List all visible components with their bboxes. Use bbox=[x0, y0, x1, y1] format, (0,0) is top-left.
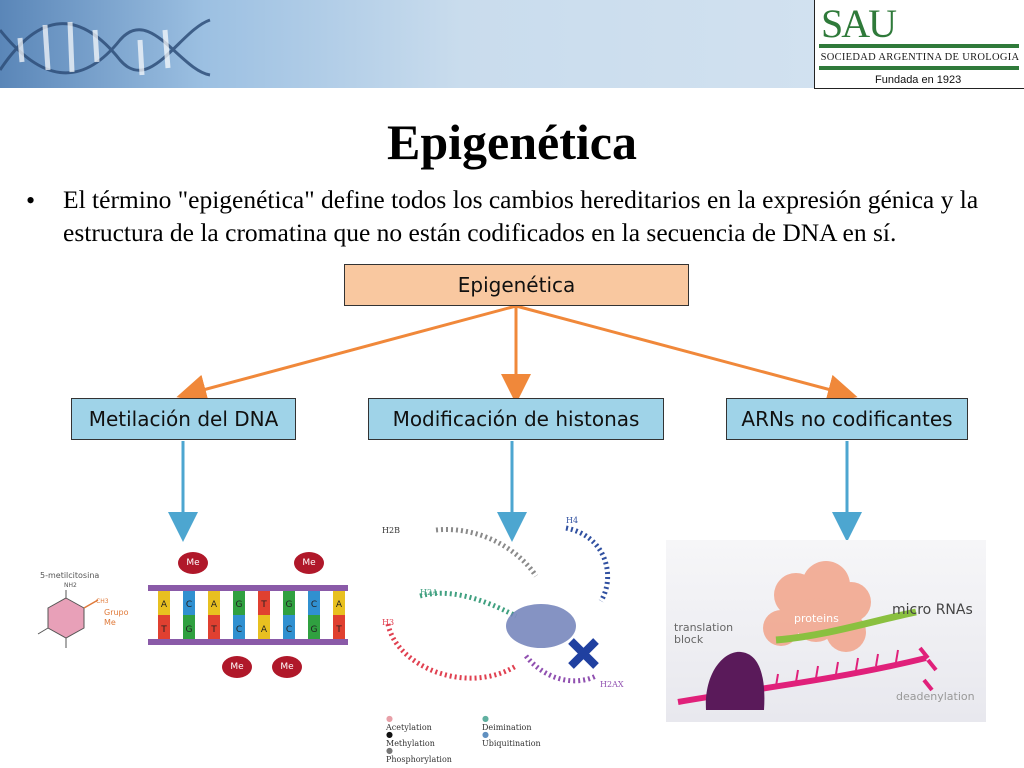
group-label: Grupo Me bbox=[104, 608, 129, 627]
dna-base-letter-top: C bbox=[186, 600, 192, 610]
arrow-to-rna bbox=[515, 304, 858, 404]
methyl-tag: Me bbox=[294, 552, 324, 574]
dna-base-bottom bbox=[158, 615, 170, 639]
dna-base-letter-bottom: T bbox=[210, 625, 217, 635]
root-box: Epigenética bbox=[344, 264, 689, 306]
sau-logo: SAU SOCIEDAD ARGENTINA DE UROLOGIA Funda… bbox=[814, 0, 1024, 89]
dna-base-bottom bbox=[183, 615, 195, 639]
dna-base-top bbox=[233, 591, 245, 615]
dna-base-top bbox=[283, 591, 295, 615]
methyl-tag: Me bbox=[178, 552, 208, 574]
histone-label-h2ax: H2AX bbox=[600, 680, 624, 689]
rna-illustration bbox=[677, 561, 938, 710]
histone-label-h2a: H2A bbox=[420, 588, 438, 597]
molecule-name: 5-metilcitosina bbox=[40, 571, 100, 580]
histone-label-h4: H4 bbox=[566, 516, 579, 525]
dna-base-top bbox=[258, 591, 270, 615]
histone-label-h3: H3 bbox=[382, 618, 395, 627]
dna-base-letter-top: C bbox=[311, 600, 317, 610]
bullet-text: El término "epigenética" define todos lo… bbox=[63, 185, 979, 247]
rna-label-micro-rnas: micro RNAs bbox=[892, 602, 973, 618]
legend-methylation: ● Methylation bbox=[386, 730, 435, 748]
dna-base-bottom bbox=[283, 615, 295, 639]
dna-base-top bbox=[208, 591, 220, 615]
dna-base-letter-bottom: C bbox=[286, 625, 292, 635]
dna-base-letter-top: T bbox=[260, 600, 267, 610]
legend-acetylation: ● Acetylation bbox=[386, 714, 432, 732]
dna-base-bottom bbox=[208, 615, 220, 639]
histone-figure bbox=[385, 525, 611, 684]
dna-base-top bbox=[333, 591, 345, 615]
ch3-label: CH3 bbox=[96, 598, 109, 605]
legend-deimination: ● Deimination bbox=[482, 714, 532, 732]
rna-label-translation-block: translation block bbox=[674, 621, 734, 646]
branch-box-rna: ARNs no codificantes bbox=[726, 398, 968, 440]
dna-base-top bbox=[183, 591, 195, 615]
dna-base-letter-bottom: G bbox=[186, 625, 193, 635]
dna-base-letter-bottom: C bbox=[236, 625, 242, 635]
bullet-icon: • bbox=[26, 186, 36, 215]
dna-base-bottom bbox=[258, 615, 270, 639]
branch-box-methylation: Metilación del DNA bbox=[71, 398, 296, 440]
rna-label-proteins: proteins bbox=[794, 612, 839, 625]
dna-base-letter-bottom: A bbox=[261, 625, 268, 635]
dna-base-bottom bbox=[333, 615, 345, 639]
dna-base-bottom bbox=[308, 615, 320, 639]
logo-founded: Fundada en 1923 bbox=[875, 74, 962, 86]
dna-base-letter-top: A bbox=[211, 600, 218, 610]
logo-mark: SAU bbox=[821, 1, 897, 46]
dna-base-bottom bbox=[233, 615, 245, 639]
dna-base-letter-top: G bbox=[286, 600, 293, 610]
logo-bar bbox=[819, 66, 1019, 70]
logo-bar bbox=[819, 44, 1019, 48]
rna-figure: translation block proteins micro RNAs de… bbox=[666, 540, 986, 722]
legend-ubiquitination: ● Ubiquitination bbox=[482, 730, 541, 748]
dna-base-letter-bottom: T bbox=[160, 625, 167, 635]
arrow-to-methylation bbox=[176, 304, 517, 404]
dna-base-letter-top: A bbox=[336, 600, 343, 610]
dna-base-top bbox=[158, 591, 170, 615]
branch-box-histone: Modificación de histonas bbox=[368, 398, 664, 440]
methyl-tag: Me bbox=[222, 656, 252, 678]
dna-base-letter-top: G bbox=[236, 600, 243, 610]
dna-base-letter-top: A bbox=[161, 600, 168, 610]
rna-label-deadenylation: deadenylation bbox=[896, 690, 975, 703]
dna-base-letter-bottom: G bbox=[311, 625, 318, 635]
legend-phosphorylation: ● Phosphorylation bbox=[386, 746, 452, 764]
nh2-label: NH2 bbox=[64, 582, 77, 589]
dna-ladder-figure: A T C G A T G C T A G C C G A T bbox=[148, 585, 348, 645]
methyl-tag: Me bbox=[272, 656, 302, 678]
dna-helix-icon bbox=[0, 18, 211, 77]
slide-title: Epigenética bbox=[387, 114, 637, 170]
dna-base-letter-bottom: T bbox=[335, 625, 342, 635]
cytosine-ring-icon bbox=[37, 590, 99, 648]
histone-label-h2b: H2B bbox=[382, 526, 400, 535]
dna-base-top bbox=[308, 591, 320, 615]
logo-name: SOCIEDAD ARGENTINA DE UROLOGIA bbox=[820, 52, 1020, 63]
